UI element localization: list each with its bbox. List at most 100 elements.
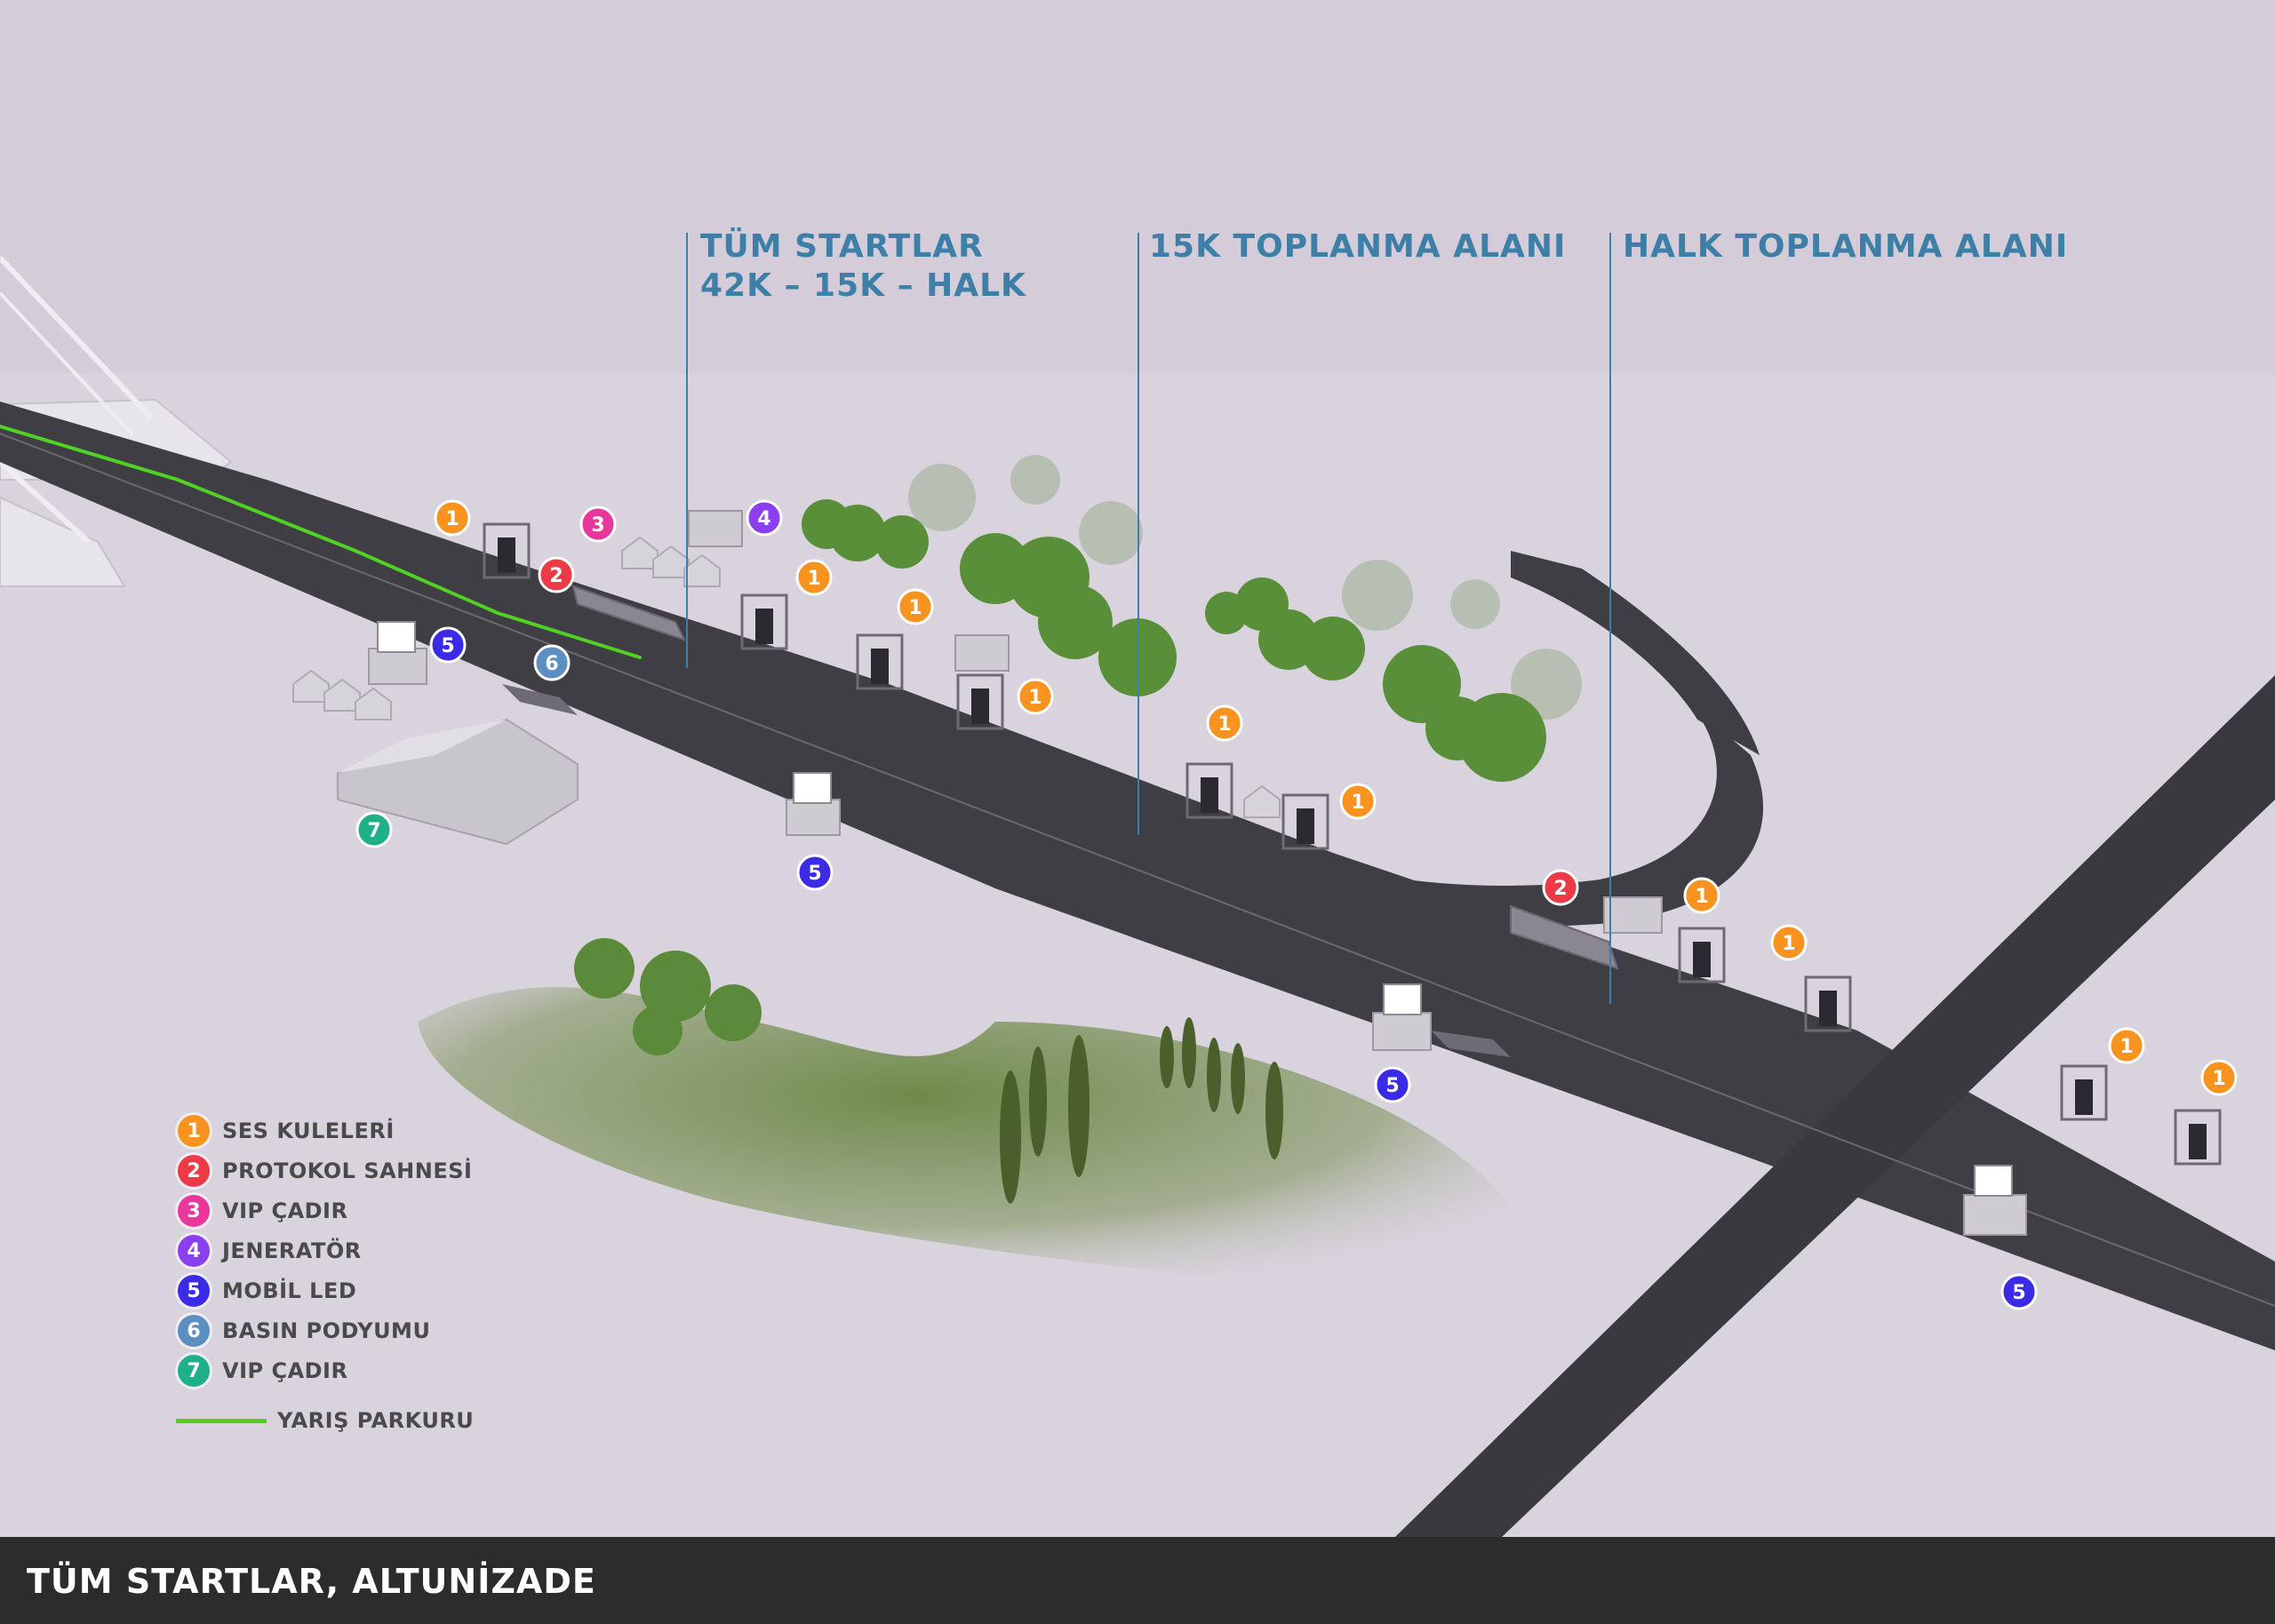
marker-number: 5 [441,635,454,657]
marker-badge [1374,1066,1411,1103]
map-marker-generator: 4 [746,499,783,537]
marker-badge [1339,783,1377,820]
hill-trees [574,938,762,1055]
legend-item-sound-towers: 1 SES KULELERİ [178,1113,395,1149]
press-podium-structure [502,684,1511,1057]
map-marker-sound-tower: 1 [1017,678,1054,715]
map-marker-vip-tent: 3 [579,506,617,543]
map-marker-sound-tower: 1 [434,499,471,537]
small-tents [292,536,1281,818]
marker-number: 4 [757,508,770,530]
map-marker-mobile-led: 5 [429,626,467,664]
legend-badge: 6 [178,1315,210,1347]
map-marker-sound-tower: 1 [1683,877,1720,914]
map-legend: 1 SES KULELERİ 2 PROTOKOL SAHNESİ 3 VIP … [176,1113,569,1442]
gathering-loop-road [1146,702,1764,927]
marker-number: 1 [1217,713,1231,736]
marker-badge [579,506,617,543]
legend-badge: 3 [178,1195,210,1227]
legend-label: PROTOKOL SAHNESİ [222,1158,473,1183]
marker-badge [1206,705,1243,742]
sound-tower-gantries [483,522,2222,1166]
marker-badge [533,644,571,681]
marker-number: 5 [2012,1282,2025,1304]
cypress-trees [1000,1017,1283,1204]
map-marker-sound-tower: 1 [2200,1059,2238,1096]
legend-label: BASIN PODYUMU [222,1318,431,1343]
map-marker-sound-tower: 1 [1206,705,1243,742]
legend-label: SES KULELERİ [222,1118,395,1143]
marker-badge [355,811,393,848]
legend-badge: 4 [178,1235,210,1267]
marker-badge [1542,869,1579,906]
marker-badge [2108,1027,2145,1064]
park-trees [802,455,1582,782]
legend-item-race-route: YARIŞ PARKURU [176,1403,474,1438]
zone-guide-lines [686,233,1611,1004]
legend-label: JENERATÖR [222,1238,362,1263]
map-marker-sound-tower: 1 [897,588,934,625]
footer-bar: TÜM STARTLAR, ALTUNİZADE [0,1537,2275,1624]
marker-number: 3 [591,514,604,537]
map-marker-sound-tower: 1 [2108,1027,2145,1064]
marker-number: 2 [1553,878,1567,900]
race-route-line [0,425,642,659]
zone-title-start: TÜM STARTLAR 42K – 15K – HALK [700,227,1026,306]
legend-item-protocol-stage: 2 PROTOKOL SAHNESİ [178,1153,472,1189]
cross-road [1395,675,2275,1537]
legend-item-vip-tent-2: 7 VIP ÇADIR [178,1353,347,1389]
marker-number: 1 [1695,886,1708,908]
ramp-road [1511,551,1760,755]
legend-badge: 7 [178,1355,210,1387]
marker-number: 2 [549,565,563,587]
marker-number: 1 [807,568,820,590]
marker-badge [2200,1059,2238,1096]
sound-tower-speakers [498,537,2207,1159]
zone-title-15k-gathering: 15K TOPLANMA ALANI [1149,228,1567,265]
marker-number: 1 [2119,1036,2133,1058]
map-marker-protocol-stage: 2 [538,556,575,593]
zone-title-start-line2: 42K – 15K – HALK [700,267,1026,304]
map-marker-mobile-led: 5 [2000,1273,2038,1310]
map-marker-sound-tower: 1 [795,559,833,596]
marker-number: 6 [545,653,558,675]
legend-item-vip-tent: 3 VIP ÇADIR [178,1193,347,1229]
map-scene: 1 1 1 1 1 1 1 1 1 1 2 2 3 4 5 5 5 5 6 7 [0,233,2275,1537]
map-marker-mobile-led: 5 [1374,1066,1411,1103]
footer-title: TÜM STARTLAR, ALTUNİZADE [27,1562,596,1601]
map-marker-protocol-stage: 2 [1542,869,1579,906]
green-hill [418,987,1532,1297]
legend-item-generator: 4 JENERATÖR [178,1233,362,1269]
marker-badge [434,499,471,537]
map-marker-sound-tower: 1 [1770,924,1808,961]
marker-number: 1 [445,508,459,530]
zone-title-public-gathering: HALK TOPLANMA ALANI [1623,228,2069,265]
race-route-swatch [176,1418,267,1423]
legend-label: YARIŞ PARKURU [277,1408,475,1433]
legend-label: MOBİL LED [222,1278,357,1303]
marker-badge [1770,924,1808,961]
zone-title-start-line1: TÜM STARTLAR [700,228,984,265]
legend-badge: 2 [178,1155,210,1187]
marker-number: 1 [1351,792,1364,814]
legend-label: VIP ÇADIR [222,1198,348,1223]
marker-number: 5 [1385,1075,1399,1097]
vip-tent-large [337,718,579,846]
marker-number: 1 [1782,933,1795,955]
marker-badge [746,499,783,537]
marker-badge [1017,678,1054,715]
marker-badge [897,588,934,625]
map-marker-mobile-led: 5 [796,854,834,891]
road-center-line [0,433,2275,1307]
marker-badge [2000,1273,2038,1310]
marker-badge [1683,877,1720,914]
led-screens [377,621,2013,1197]
marker-badge [538,556,575,593]
protocol-stage-structures [571,585,1619,970]
legend-label: VIP ÇADIR [222,1358,348,1383]
legend-item-press-podium: 6 BASIN PODYUMU [178,1313,430,1349]
marker-badge [795,559,833,596]
marker-number: 1 [1028,687,1042,709]
marker-number: 5 [808,863,821,885]
